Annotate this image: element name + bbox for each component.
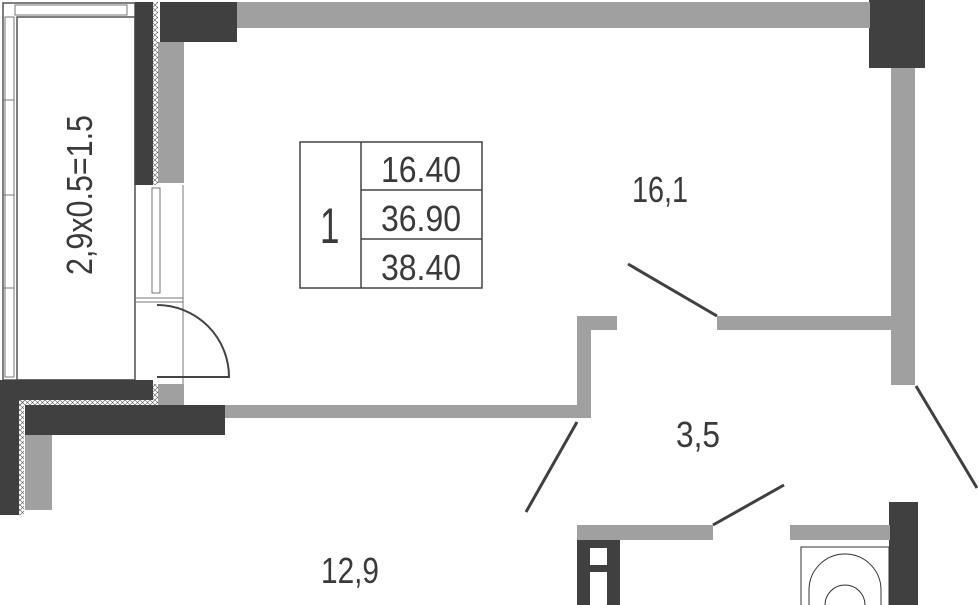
total-area-with-balcony-value: 38.40 (381, 247, 461, 288)
living-room-area-label: 16,1 (632, 169, 688, 210)
load-bearing-walls (0, 0, 925, 605)
rooms-count: 1 (320, 199, 339, 255)
kitchen-area-label: 12,9 (321, 550, 379, 591)
entry-door-swing (156, 304, 231, 378)
balcony-door-frame (134, 185, 184, 384)
toilet-icon (800, 546, 890, 605)
area-table (299, 141, 483, 289)
insulation (19, 2, 158, 515)
balcony-area-label: 2,9x0.5=1.5 (59, 115, 100, 275)
living-area-value: 16.40 (381, 149, 461, 190)
total-area-value: 36.90 (381, 198, 461, 239)
partition-walls (25, 2, 915, 540)
doors (524, 262, 979, 527)
hallway-area-label: 3,5 (676, 414, 720, 455)
